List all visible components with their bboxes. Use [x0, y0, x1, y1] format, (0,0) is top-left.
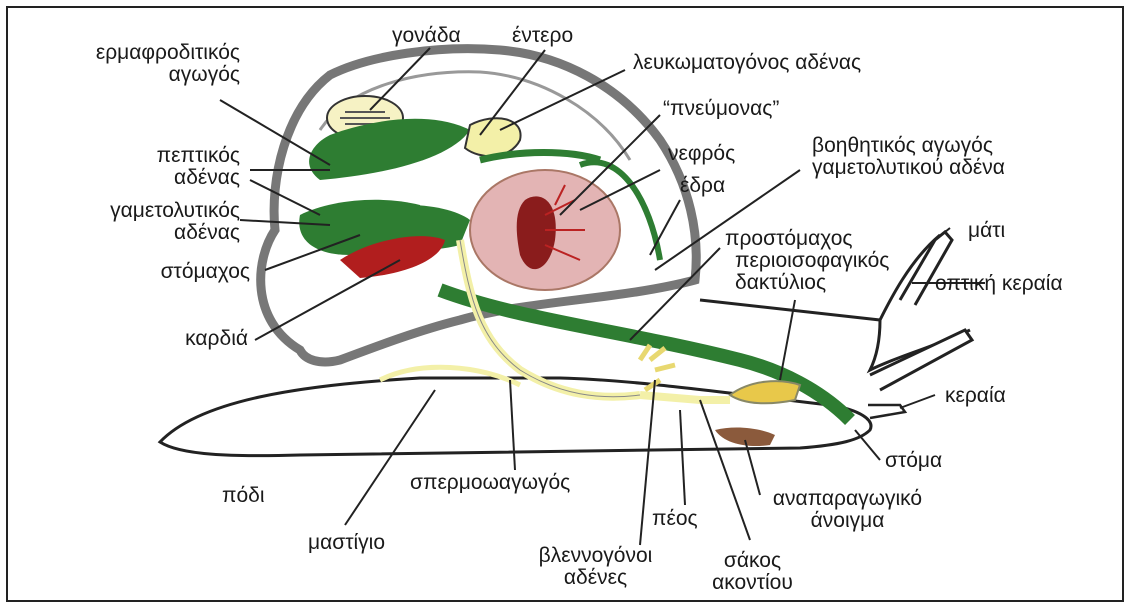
small-tentacle [868, 405, 905, 418]
dart-sac [730, 381, 800, 403]
label-crop: προστόμαχος [725, 228, 853, 250]
label-lung: “πνεύμονας” [663, 98, 779, 120]
label-anus: έδρα [680, 175, 725, 197]
label-flagellum: μαστίγιο [308, 532, 385, 554]
gut-line [480, 153, 600, 161]
label-gonad: γονάδα [392, 25, 461, 47]
lower-tentacle [870, 330, 972, 390]
label-albumen-gland: λευκωματογόνος αδένας [633, 52, 861, 74]
label-heart: καρδιά [120, 328, 248, 350]
label-stomach: στόμαχος [80, 261, 250, 283]
label-penis: πέος [652, 508, 698, 530]
label-eye: μάτι [968, 220, 1005, 242]
label-kidney: νεφρός [668, 143, 735, 165]
label-mouth: στόμα [885, 450, 942, 472]
label-tentacle: κεραία [945, 385, 1006, 407]
label-intestine: έντερο [512, 25, 573, 47]
label-sperm-duct: σπερμοωαγωγός [410, 472, 570, 494]
label-optic-tentacle: οπτική κεραία [935, 273, 1063, 295]
label-foot: πόδι [222, 485, 265, 507]
